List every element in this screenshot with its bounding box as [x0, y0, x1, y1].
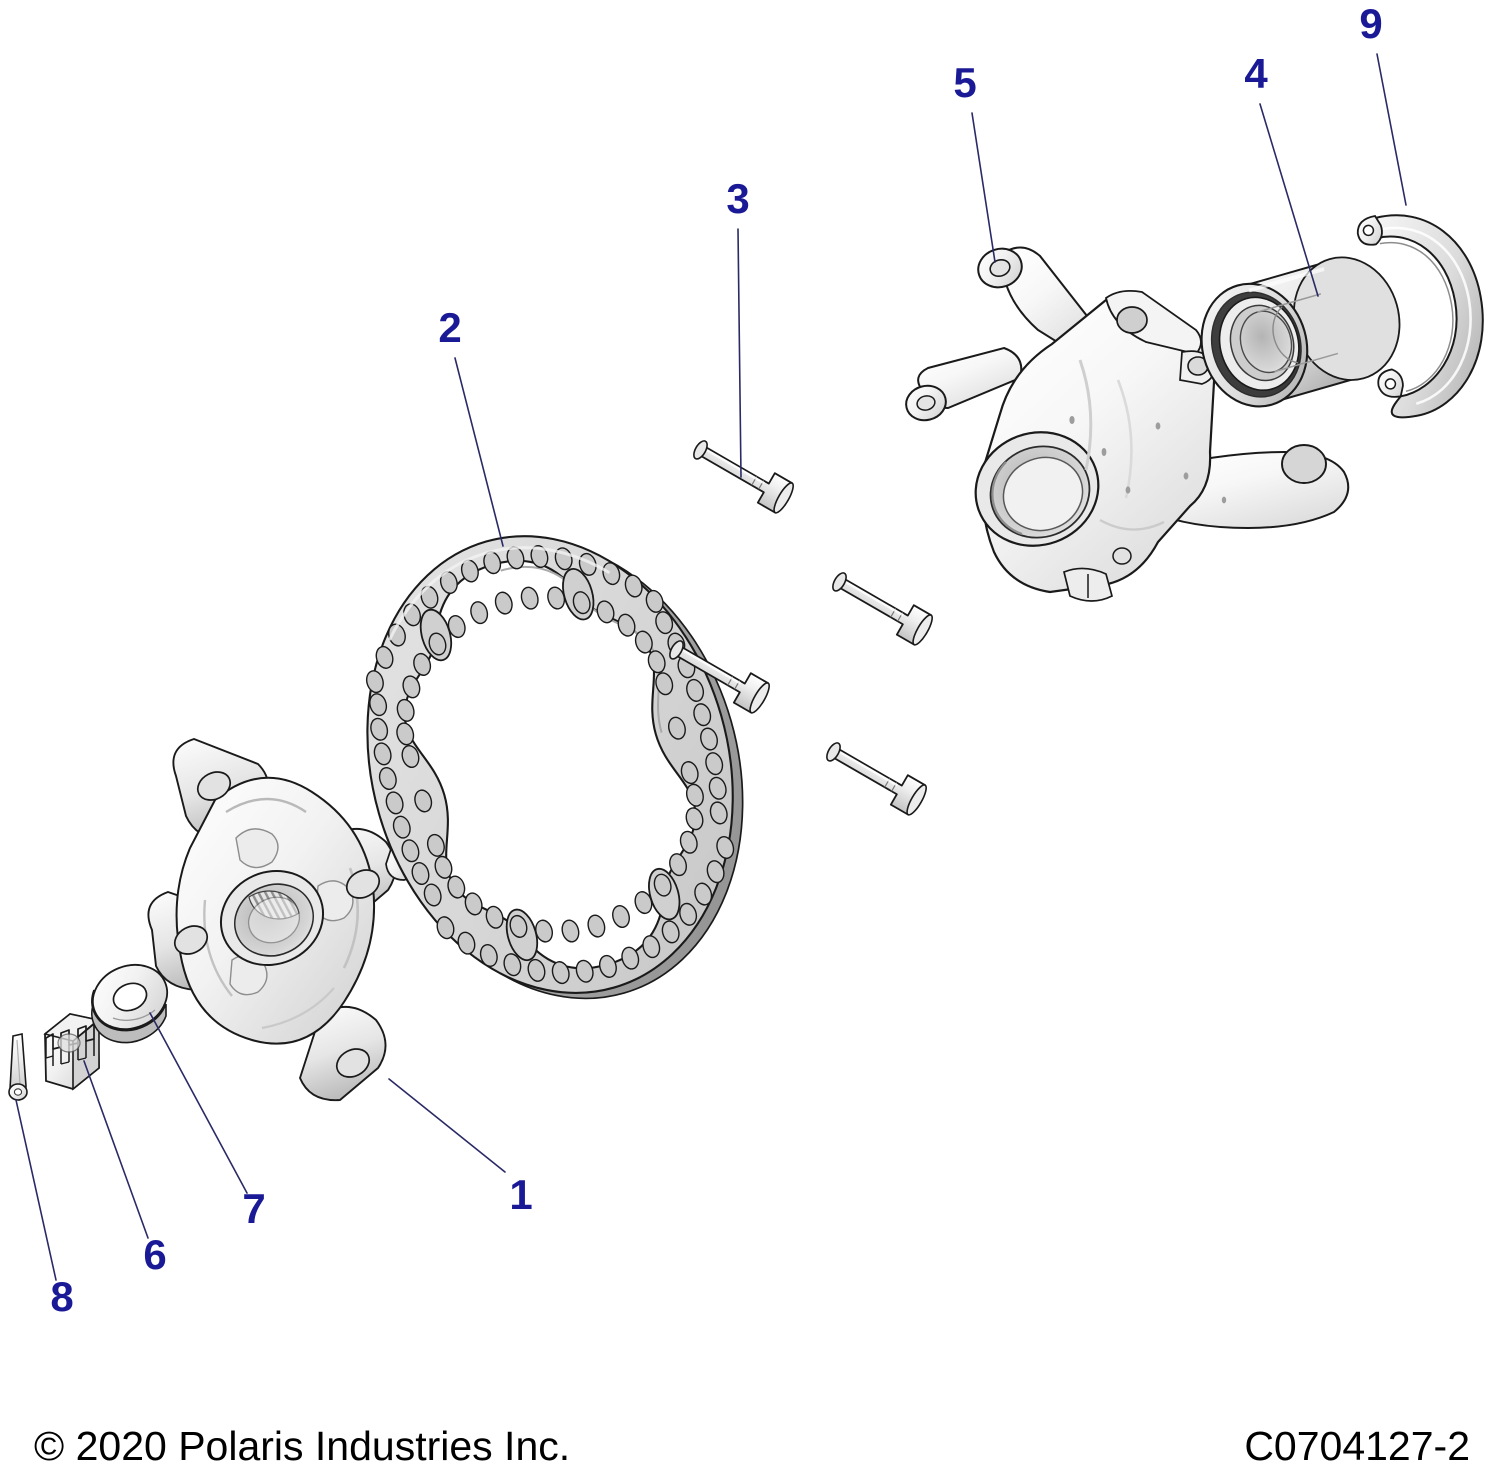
bolt-stud — [693, 440, 794, 514]
leader-lines — [15, 53, 1407, 1281]
callout-number-6: 6 — [143, 1231, 166, 1278]
copyright-notice: © 2020 Polaris Industries Inc. — [34, 1423, 570, 1469]
leader-line-9 — [1376, 53, 1407, 206]
callout-numbers: 1 2 3 4 5 6 7 8 9 — [50, 0, 1382, 1320]
callout-number-1: 1 — [509, 1171, 532, 1218]
callout-number-3: 3 — [726, 175, 749, 222]
callout-number-4: 4 — [1244, 50, 1268, 97]
drawing-number: C0704127-2 — [1244, 1423, 1470, 1469]
leader-line-1 — [388, 1078, 506, 1173]
callout-number-2: 2 — [438, 304, 461, 351]
part-bolt-studs — [669, 440, 933, 816]
leader-line-7 — [149, 1012, 248, 1194]
part-wheel-bearing — [1200, 256, 1401, 408]
part-castle-nut — [43, 1013, 100, 1091]
part-cotter-pin — [8, 1033, 28, 1101]
part-snap-ring — [1356, 214, 1484, 419]
part-hub — [147, 738, 420, 1102]
leader-line-5 — [971, 112, 996, 263]
part-brake-disc — [365, 535, 744, 1000]
part-steering-knuckle — [905, 246, 1350, 602]
bolt-stud — [832, 572, 933, 646]
leader-line-4 — [1259, 103, 1319, 297]
leader-line-6 — [83, 1060, 149, 1239]
leader-line-2 — [454, 357, 504, 547]
bolt-stud — [826, 742, 927, 816]
footer: © 2020 Polaris Industries Inc. C0704127-… — [34, 1423, 1470, 1469]
bolt-stud — [669, 640, 770, 714]
part-washer — [91, 964, 168, 1044]
callout-number-7: 7 — [242, 1185, 265, 1232]
callout-number-8: 8 — [50, 1273, 73, 1320]
leader-line-8 — [15, 1099, 57, 1281]
callout-number-5: 5 — [953, 59, 976, 106]
callout-number-9: 9 — [1359, 0, 1382, 47]
leader-line-3 — [737, 228, 742, 478]
